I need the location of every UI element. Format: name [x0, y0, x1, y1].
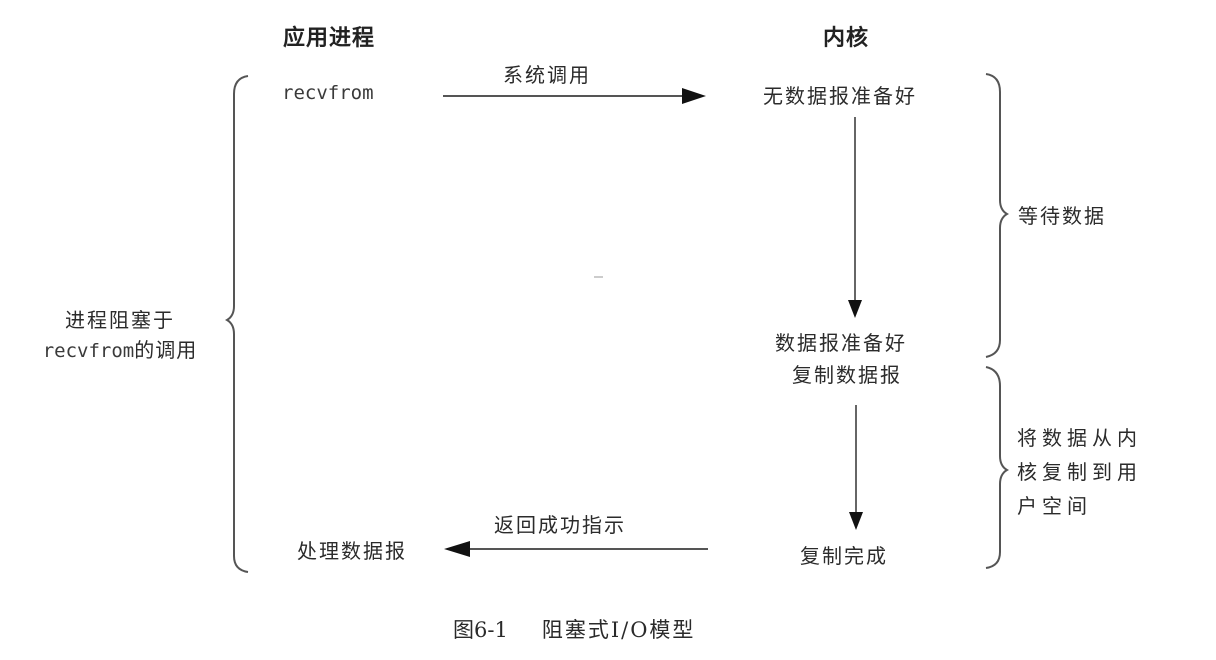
syscall-label: 系统调用: [503, 63, 591, 87]
copy-to-user-line1: 将数据从内: [1017, 426, 1142, 450]
return-success-label: 返回成功指示: [494, 513, 626, 537]
kernel-header: 内核: [823, 26, 870, 51]
figure-number: 图6-1: [453, 618, 508, 642]
blocked-label-call: 的调用: [134, 338, 198, 362]
figure-caption: 图6-1 阻塞式I/O模型: [453, 614, 695, 644]
copy-to-user-line2: 核复制到用: [1017, 460, 1142, 484]
wait-brace: [985, 73, 1010, 358]
return-arrow: [444, 541, 708, 557]
blocked-label-recvfrom: recvfrom: [42, 340, 135, 362]
blocked-brace: [224, 75, 249, 573]
copy-brace: [985, 366, 1010, 569]
recvfrom-call: recvfrom: [282, 82, 374, 104]
wait-down-arrow: [848, 117, 862, 318]
datagram-ready-label: 数据报准备好: [775, 331, 907, 355]
wait-for-data-label: 等待数据: [1018, 204, 1106, 228]
figure-title: 阻塞式I/O模型: [541, 618, 696, 642]
copy-down-arrow: [849, 405, 863, 530]
copy-datagram-label: 复制数据报: [792, 363, 902, 387]
process-datagram-label: 处理数据报: [297, 539, 407, 563]
copy-to-user-line3: 户空间: [1017, 494, 1092, 518]
syscall-arrow: [443, 88, 706, 104]
blocked-label: 进程阻塞于 recvfrom的调用: [20, 305, 220, 367]
app-process-header: 应用进程: [283, 26, 376, 51]
blocked-label-line2: recvfrom的调用: [20, 335, 220, 367]
blocked-label-line1: 进程阻塞于: [65, 308, 175, 332]
copy-to-user-label: 将数据从内 核复制到用 户空间: [1017, 421, 1142, 523]
no-datagram-ready-label: 无数据报准备好: [763, 84, 917, 108]
copy-complete-label: 复制完成: [800, 544, 888, 568]
